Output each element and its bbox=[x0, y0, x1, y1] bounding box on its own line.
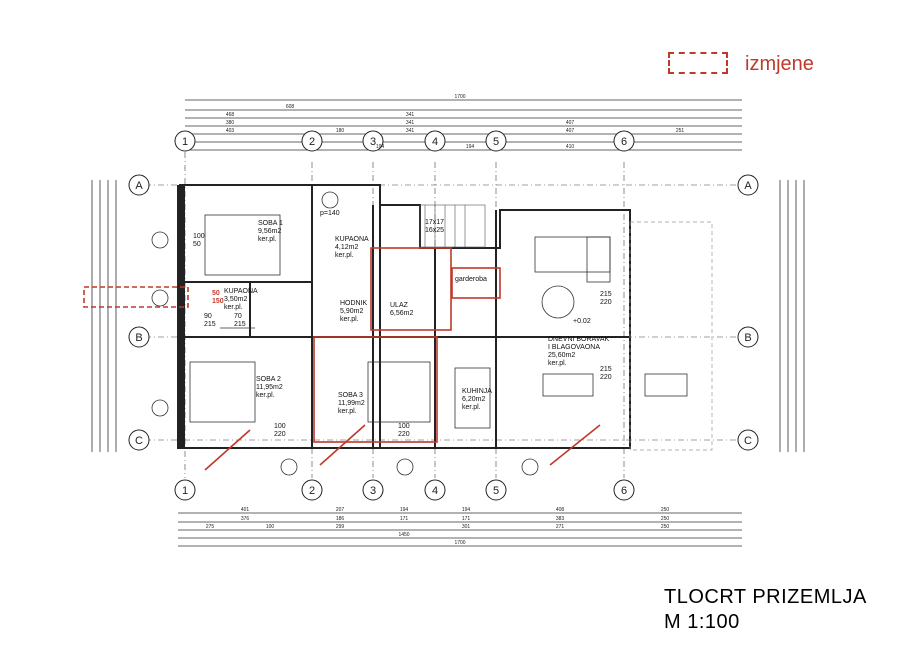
grid-column-label: 1 bbox=[182, 485, 188, 497]
grid-column-label: 3 bbox=[370, 136, 376, 148]
grid-column-label: 1 bbox=[182, 136, 188, 148]
grid-column-bubble bbox=[362, 479, 384, 501]
grid-column-label: 6 bbox=[621, 485, 627, 497]
grid-column-bubble bbox=[174, 130, 196, 152]
dimension-label: 410 bbox=[566, 144, 575, 150]
dimension-label: 207 bbox=[336, 507, 345, 513]
change-legend-label: izmjene bbox=[745, 53, 814, 75]
grid-column-bubble bbox=[301, 479, 323, 501]
grid-row-bubble bbox=[737, 429, 759, 451]
dimension-label: 403 bbox=[226, 128, 235, 134]
grid-column-bubble bbox=[301, 130, 323, 152]
dimension-label: 1700 bbox=[454, 94, 465, 100]
dimension-label: 376 bbox=[241, 516, 250, 522]
change-legend-swatch bbox=[668, 52, 728, 74]
drawing-scale: M 1:100 bbox=[664, 611, 740, 633]
plan-annotation: ker.pl. bbox=[548, 360, 567, 367]
grid-column-bubble bbox=[485, 479, 507, 501]
grid-column-label: 2 bbox=[309, 485, 315, 497]
grid-row-label: A bbox=[135, 180, 143, 192]
grid-row-label: A bbox=[744, 180, 752, 192]
grid-row-bubble bbox=[128, 326, 150, 348]
grid-row-bubble bbox=[737, 174, 759, 196]
grid-row-label: C bbox=[135, 435, 143, 447]
grid-column-bubble bbox=[362, 130, 384, 152]
grid-column-label: 3 bbox=[370, 485, 376, 497]
dimension-label: 401 bbox=[241, 507, 250, 513]
grid-column-bubble bbox=[613, 479, 635, 501]
dimension-label: 1700 bbox=[454, 540, 465, 546]
grid-row-bubble bbox=[737, 326, 759, 348]
grid-column-bubble bbox=[174, 479, 196, 501]
dimension-label: 468 bbox=[226, 112, 235, 118]
grid-column-label: 6 bbox=[621, 136, 627, 148]
dimension-label: 301 bbox=[462, 524, 471, 530]
grid-row-bubble bbox=[128, 429, 150, 451]
dimension-label: 341 bbox=[406, 120, 415, 126]
grid-column-label: 4 bbox=[432, 485, 438, 497]
grid-column-bubble bbox=[613, 130, 635, 152]
plan-annotation: 17x17 16x25 bbox=[425, 219, 445, 234]
drawing-title: TLOCRT PRIZEMLJA bbox=[664, 586, 867, 608]
dimension-label: 194 bbox=[462, 507, 471, 513]
dimension-label: 194 bbox=[466, 144, 475, 150]
dimension-label: 194 bbox=[376, 144, 385, 150]
grid-column-bubble bbox=[485, 130, 507, 152]
grid-row-label: C bbox=[744, 435, 752, 447]
grid-column-label: 2 bbox=[309, 136, 315, 148]
grid-column-bubble bbox=[424, 130, 446, 152]
grid-column-label: 5 bbox=[493, 485, 499, 497]
dimension-label: 271 bbox=[556, 524, 565, 530]
dimension-label: 171 bbox=[400, 516, 409, 522]
grid-row-label: B bbox=[135, 332, 142, 344]
dimension-label: 608 bbox=[286, 104, 295, 110]
dimension-label: 408 bbox=[556, 507, 565, 513]
dimension-label: 180 bbox=[336, 128, 345, 134]
dimension-label: 250 bbox=[661, 524, 670, 530]
grid-column-label: 4 bbox=[432, 136, 438, 148]
dimension-label: 194 bbox=[400, 507, 409, 513]
dimension-label: 1450 bbox=[398, 532, 409, 538]
dimension-label: 171 bbox=[462, 516, 471, 522]
dimension-label: 186 bbox=[336, 516, 345, 522]
plan-annotation: p=140 bbox=[320, 210, 340, 217]
dimension-label: 250 bbox=[661, 507, 670, 513]
grid-column-bubble bbox=[424, 479, 446, 501]
dimension-label: 100 bbox=[266, 524, 275, 530]
dimension-label: 407 bbox=[566, 120, 575, 126]
dimension-label: 299 bbox=[336, 524, 345, 530]
dimension-label: 341 bbox=[406, 112, 415, 118]
grid-column-label: 5 bbox=[493, 136, 499, 148]
dimension-label: 275 bbox=[206, 524, 215, 530]
dimension-label: 380 bbox=[226, 120, 235, 126]
plan-annotation: +0.02 bbox=[573, 318, 591, 325]
plan-annotation: garderoba bbox=[455, 276, 487, 283]
dimension-label: 407 bbox=[566, 128, 575, 134]
dimension-label: 383 bbox=[556, 516, 565, 522]
grid-row-bubble bbox=[128, 174, 150, 196]
dimension-label: 341 bbox=[406, 128, 415, 134]
dimension-label: 251 bbox=[676, 128, 685, 134]
grid-row-label: B bbox=[744, 332, 751, 344]
dimension-label: 250 bbox=[661, 516, 670, 522]
